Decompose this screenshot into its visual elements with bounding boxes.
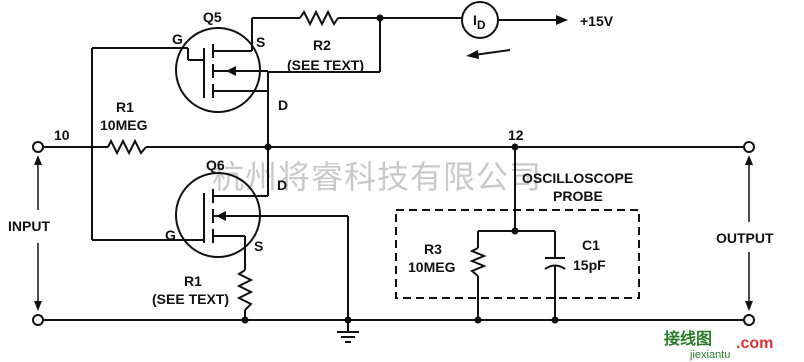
wire-q5-source: [245, 17, 300, 52]
label-r1-top: R1: [116, 99, 134, 115]
output-terminal-top: [743, 141, 755, 153]
label-node-10: 10: [54, 127, 70, 143]
output-terminal-bottom: [743, 314, 755, 326]
watermark-text: 杭州将睿科技有限公司: [212, 158, 542, 196]
label-q6: Q6: [206, 157, 225, 173]
wire-q6-source: [244, 215, 349, 320]
label-r1-bottom-note: (SEE TEXT): [152, 291, 229, 307]
r3-resistor: [469, 247, 487, 277]
label-source-q6: S: [254, 238, 263, 254]
wire-q6-drain: [245, 147, 269, 197]
supply-arrow: [556, 15, 568, 25]
output-arrow: [745, 155, 753, 311]
ground-symbol: [337, 320, 359, 343]
label-r2: R2: [313, 37, 331, 53]
label-probe-title-2: PROBE: [553, 188, 603, 204]
label-drain-q6: D: [277, 177, 287, 193]
label-input: INPUT: [8, 218, 50, 234]
label-output: OUTPUT: [716, 230, 774, 246]
label-r2-note: (SEE TEXT): [287, 57, 364, 73]
current-direction-arrow: [466, 49, 511, 59]
logo-watermark-cn: 接线图: [664, 329, 712, 348]
label-drain-q5: D: [278, 97, 288, 113]
label-supply: +15V: [580, 13, 614, 29]
wire-probe-internal: [477, 230, 556, 320]
junction-dots: [241, 14, 559, 324]
label-r1-top-value: 10MEG: [100, 117, 148, 133]
label-r3-value: 10MEG: [408, 259, 456, 275]
wire-r2-right: [268, 17, 462, 73]
c1-capacitor: [544, 257, 566, 270]
label-gate-q5: G: [172, 31, 183, 47]
label-r3: R3: [424, 241, 442, 257]
input-arrow: [34, 155, 42, 311]
label-probe-title-1: OSCILLOSCOPE: [522, 170, 633, 186]
label-source-q5: S: [256, 34, 265, 50]
wire-q5-drain: [245, 70, 269, 147]
logo-watermark-en: jiexiantu: [689, 349, 730, 361]
label-c1: C1: [582, 237, 600, 253]
label-c1-value: 15pF: [573, 257, 606, 273]
r1-bottom-resistor: [236, 269, 254, 311]
probe-box: [395, 209, 640, 299]
label-id-meter: ID: [473, 12, 486, 32]
label-node-12: 12: [508, 127, 524, 143]
input-terminal-top: [32, 141, 44, 153]
logo-watermark-com: .com: [736, 335, 773, 352]
r2-resistor: [299, 9, 339, 27]
label-q5: Q5: [203, 9, 222, 25]
input-terminal-bottom: [32, 314, 44, 326]
r1-top-resistor: [107, 138, 147, 156]
label-r1-bottom: R1: [184, 273, 202, 289]
label-gate-q6: G: [165, 227, 176, 243]
